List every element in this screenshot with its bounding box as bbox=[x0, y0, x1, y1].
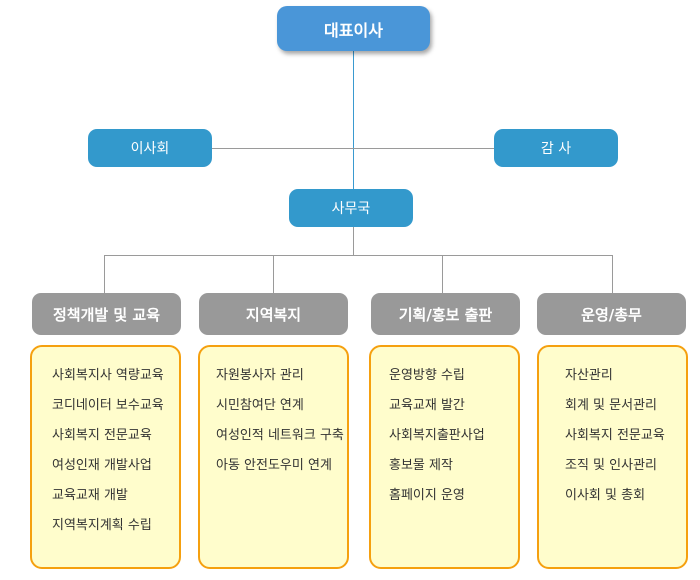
auditor-node: 감 사 bbox=[494, 129, 618, 167]
board-node: 이사회 bbox=[88, 129, 212, 167]
duty-item: 홍보물 제작 bbox=[389, 458, 453, 473]
duty-item: 회계 및 문서관리 bbox=[565, 398, 657, 413]
duty-item: 아동 안전도우미 연계 bbox=[216, 458, 332, 473]
department-box-planning-pr: 운영방향 수립 교육교재 발간 사회복지출판사업 홍보물 제작 홈페이지 운영 bbox=[369, 345, 520, 569]
duty-item: 사회복지 전문교육 bbox=[565, 428, 665, 443]
connector-dept-4 bbox=[612, 255, 613, 293]
ceo-node: 대표이사 bbox=[277, 6, 430, 51]
department-header-operations: 운영/총무 bbox=[537, 293, 686, 335]
duty-item: 교육교재 개발 bbox=[52, 488, 128, 503]
department-header-policy-education: 정책개발 및 교육 bbox=[32, 293, 181, 335]
duty-item: 운영방향 수립 bbox=[389, 368, 465, 383]
duty-item: 자산관리 bbox=[565, 368, 613, 383]
duty-item: 사회복지출판사업 bbox=[389, 428, 485, 443]
duty-item: 자원봉사자 관리 bbox=[216, 368, 304, 383]
connector-board-auditor bbox=[212, 148, 494, 149]
duty-item: 교육교재 발간 bbox=[389, 398, 465, 413]
connector-dept-1 bbox=[104, 255, 105, 293]
duty-item: 여성인재 개발사업 bbox=[52, 458, 152, 473]
connector-secretariat-bus bbox=[353, 227, 354, 255]
department-header-community-welfare: 지역복지 bbox=[199, 293, 348, 335]
connector-dept-3 bbox=[442, 255, 443, 293]
duty-item: 이사회 및 총회 bbox=[565, 488, 646, 503]
department-box-operations: 자산관리 회계 및 문서관리 사회복지 전문교육 조직 및 인사관리 이사회 및… bbox=[537, 345, 688, 569]
duty-item: 코디네이터 보수교육 bbox=[52, 398, 164, 413]
connector-dept-2 bbox=[273, 255, 274, 293]
duty-item: 홈페이지 운영 bbox=[389, 488, 465, 503]
secretariat-node: 사무국 bbox=[289, 189, 413, 227]
connector-department-bus bbox=[104, 255, 613, 256]
department-header-planning-pr: 기획/홍보 출판 bbox=[371, 293, 520, 335]
connector-ceo-secretariat bbox=[353, 51, 354, 190]
duty-item: 여성인적 네트워크 구축 bbox=[216, 428, 344, 443]
duty-item: 시민참여단 연계 bbox=[216, 398, 304, 413]
department-box-policy-education: 사회복지사 역량교육 코디네이터 보수교육 사회복지 전문교육 여성인재 개발사… bbox=[30, 345, 181, 569]
duty-item: 사회복지사 역량교육 bbox=[52, 368, 164, 383]
duty-item: 지역복지계획 수립 bbox=[52, 518, 152, 533]
duty-item: 조직 및 인사관리 bbox=[565, 458, 657, 473]
duty-item: 사회복지 전문교육 bbox=[52, 428, 152, 443]
department-box-community-welfare: 자원봉사자 관리 시민참여단 연계 여성인적 네트워크 구축 아동 안전도우미 … bbox=[198, 345, 349, 569]
